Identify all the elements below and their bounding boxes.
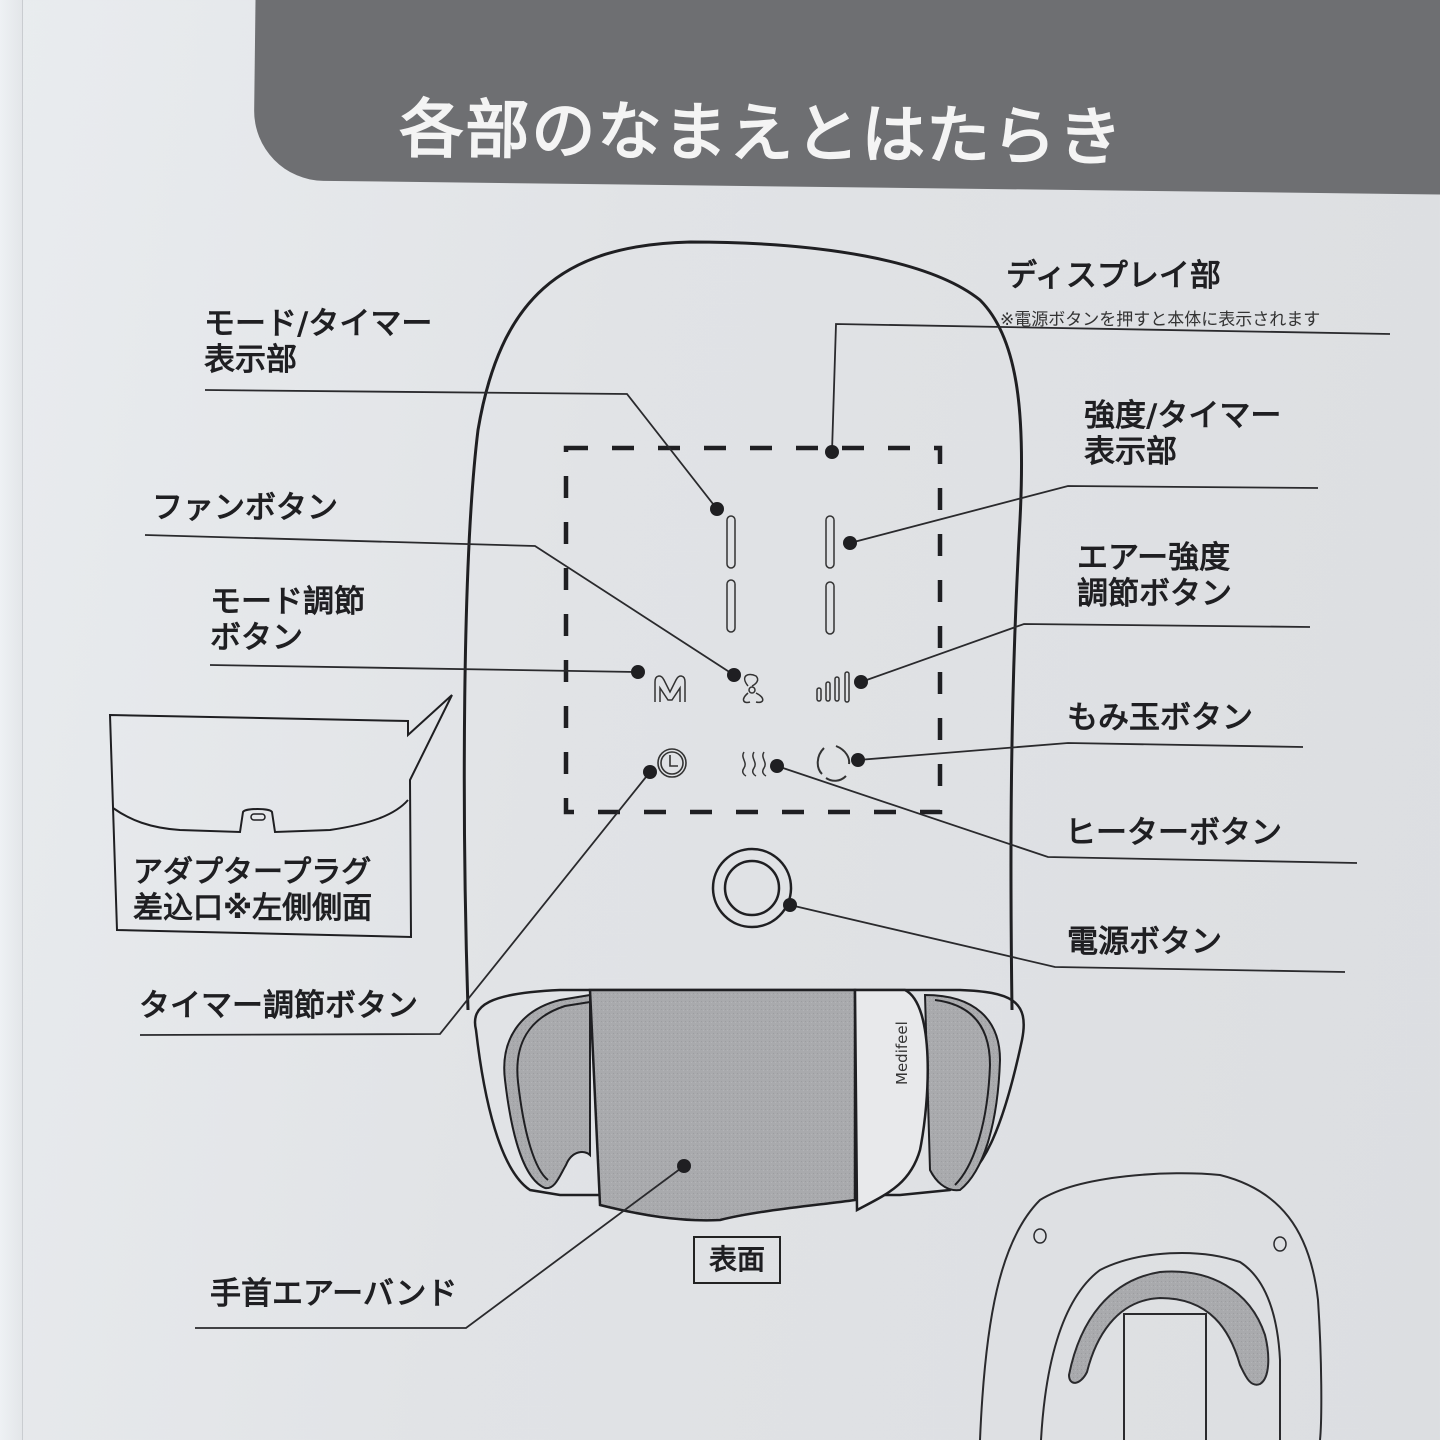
label-line-2: ボタン [210,620,303,656]
inset-caption-line-2: 差込口※左側側面 [133,891,373,926]
label-mode-adjust-button: モード調節 ボタン [210,584,365,656]
label-line-1: モード調節 [210,584,365,620]
intensity-bar-top [825,515,835,569]
heat-waves-icon [742,751,767,777]
label-intensity-timer-display: 強度/タイマー 表示部 [1084,398,1281,470]
label-air-intensity-button: エアー強度 調節ボタン [1077,540,1232,612]
inset-callout-frame [108,694,453,939]
cradle-outline [473,988,1025,1197]
power-button-outer-ring [711,847,793,929]
rear-slot [1123,1313,1207,1440]
label-line-2: 調節ボタン [1077,576,1232,612]
rear-screw-right [1273,1236,1287,1252]
inset-caption-line-1: アダプタープラグ [133,855,372,890]
booklet-page-edge [0,0,23,1440]
device-body-outline [462,240,1024,1011]
adapter-port-icon [250,813,266,821]
right-cushion [923,993,1002,1192]
label-display-section: ディスプレイ部 [1006,258,1221,294]
label-kneading-ball-button: もみ玉ボタン [1067,700,1253,736]
label-line-2: 表示部 [204,342,297,378]
rear-device-outline [979,1172,1323,1440]
label-power-button: 電源ボタン [1067,924,1222,960]
leader-lines [139,323,1391,1329]
brand-logo: Medifeel [893,1021,911,1085]
power-button-inner-ring [723,859,781,917]
label-fan-button: ファンボタン [152,490,338,526]
fan-icon [742,673,764,704]
mode-timer-bar-bottom [726,579,736,633]
rear-screw-left [1033,1228,1047,1244]
clock-icon [657,748,687,778]
left-cushion [503,993,591,1190]
wrist-air-band-shape [588,988,857,1222]
label-line-1: 強度/タイマー [1084,398,1282,434]
display-region-outline [563,445,943,815]
band-strap-end [853,988,929,1213]
inset-device-bottom [112,799,409,834]
label-timer-adjust-button: タイマー調節ボタン [139,988,418,1024]
intensity-bar-bottom [825,581,835,635]
label-line-1: エアー強度 [1077,540,1231,576]
rotation-icon [816,745,851,782]
label-line-2: 表示部 [1084,434,1177,470]
mode-timer-bar-top [726,515,736,569]
signal-bars-icon [816,671,850,703]
inset-caption: アダプタープラグ 差込口※左側側面 [133,855,372,927]
label-line-1: モード/タイマー [204,306,433,342]
rear-grip-band [1067,1270,1270,1386]
view-label-front: 表面 [693,1236,781,1284]
label-heater-button: ヒーターボタン [1065,815,1282,851]
label-wrist-air-band: 手首エアーバンド [210,1276,458,1312]
leader-dots [631,445,868,1173]
mode-m-icon [654,675,686,702]
label-mode-timer-display: モード/タイマー 表示部 [204,306,432,378]
display-note: ※電源ボタンを押すと本体に表示されます [1000,310,1321,330]
